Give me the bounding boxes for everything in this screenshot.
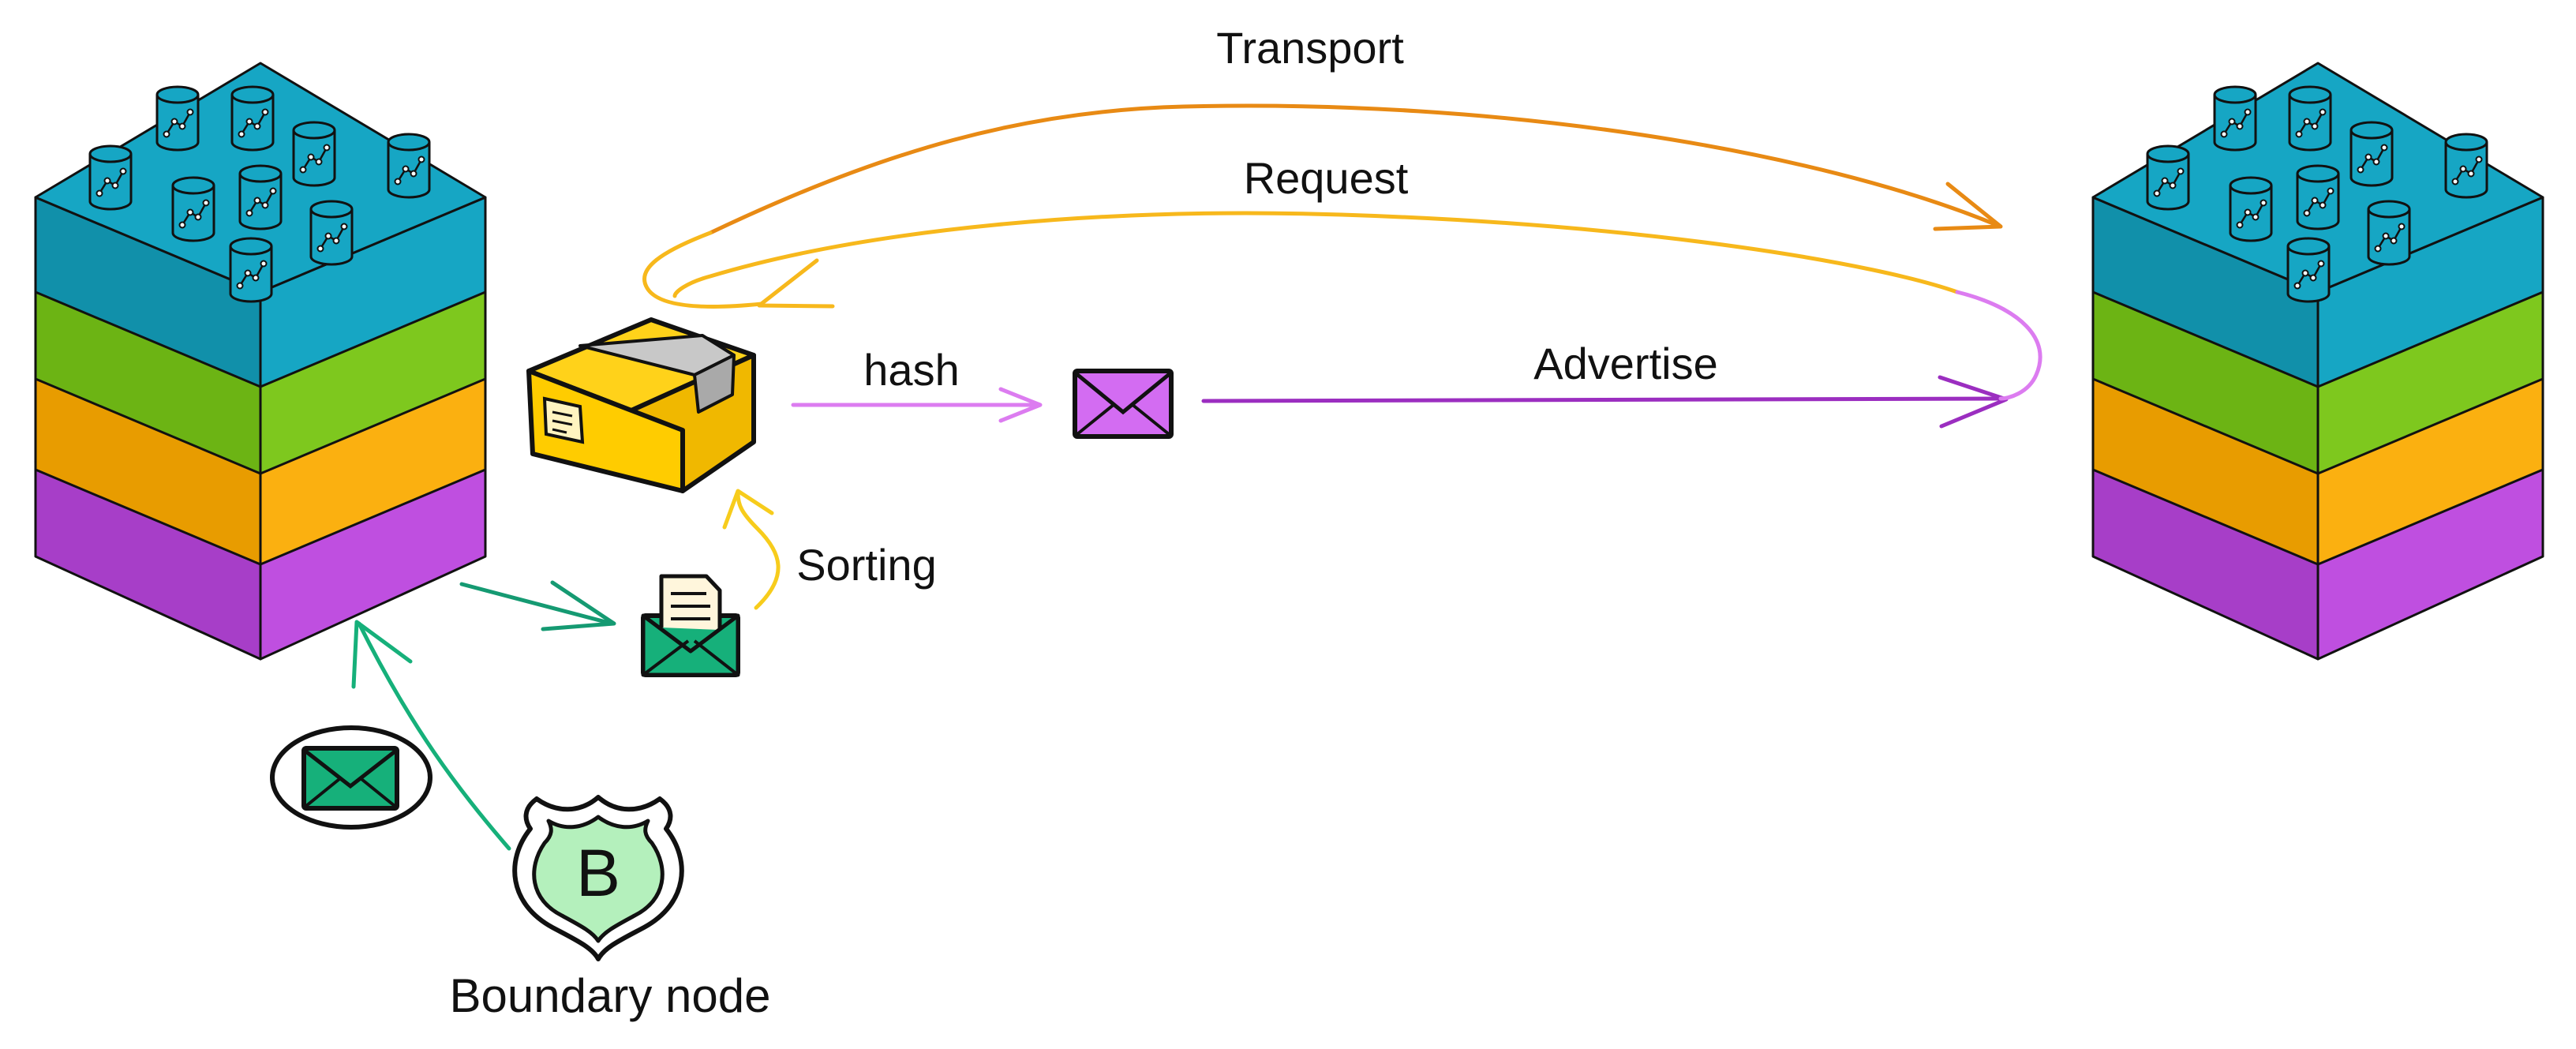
boundary-node-shield-icon: B [512,795,684,961]
right-node-stack [2091,62,2544,661]
database-icon [2367,200,2411,266]
request-arrow [642,211,1960,309]
badge-letter: B [576,836,620,910]
database-icon [2213,85,2257,152]
transport-arrow [708,103,2003,235]
boundary-node-label: Boundary node [450,969,771,1022]
ingress-arrow [459,580,616,631]
left-node-stack [34,62,487,661]
database-icon [309,200,354,266]
advertise-label: Advertise [1533,339,1717,388]
database-icon [2229,176,2273,242]
package-box-icon [526,317,756,493]
database-icon [2288,85,2332,152]
database-icon [2349,121,2394,187]
database-icon [88,144,133,211]
envelope-icon [1073,369,1174,439]
advertise-arrow [1201,290,2042,429]
database-icon [171,176,215,242]
database-icon [292,121,336,187]
database-icon [2444,133,2488,199]
database-icon [2296,164,2340,230]
open-envelope-document-icon [641,574,740,677]
ingress-message-icon [270,725,432,830]
hash-label: hash [863,345,959,395]
sorting-label: Sorting [796,540,936,590]
request-label: Request [1244,153,1409,203]
database-icon [2286,237,2331,303]
sorting-arrow [722,489,781,610]
database-icon [155,85,200,152]
database-icon [387,133,431,199]
hash-arrow [791,387,1043,423]
database-icon [229,237,273,303]
database-icon [230,85,275,152]
transport-label: Transport [1216,23,1404,73]
database-icon [238,164,283,230]
boundary-arrow [351,620,511,851]
database-icon [2146,144,2190,211]
